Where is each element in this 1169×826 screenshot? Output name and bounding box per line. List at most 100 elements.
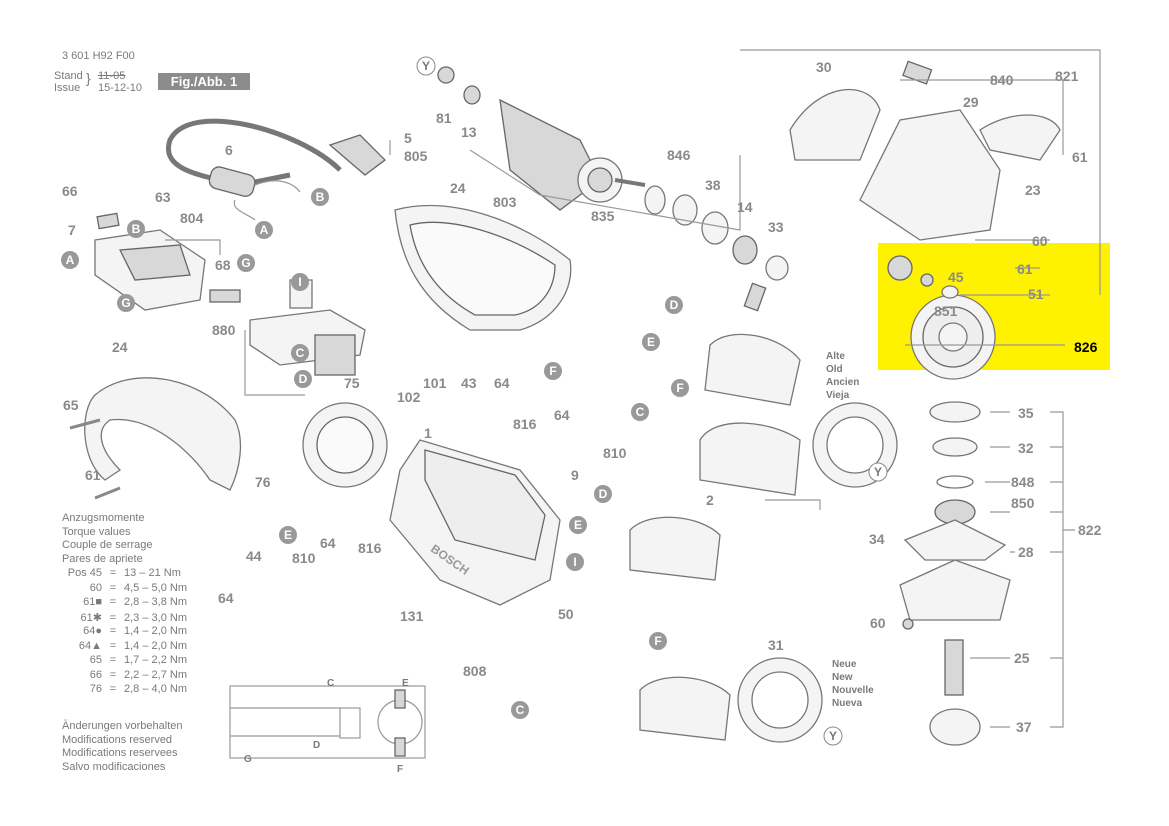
bevel-gear-826[interactable]: [887, 255, 996, 380]
callout-F[interactable]: F: [671, 379, 689, 397]
callout-D[interactable]: D: [665, 296, 683, 314]
callout-B[interactable]: B: [311, 188, 329, 206]
callout-Y[interactable]: Y: [868, 462, 888, 482]
callout-I[interactable]: I: [291, 273, 309, 291]
svg-text:E: E: [647, 335, 655, 349]
torque-pos: 60: [89, 581, 102, 594]
brush-ring-75: [302, 402, 388, 488]
handle-housing-24: [394, 204, 572, 331]
svg-text:G: G: [244, 754, 252, 765]
torque-pos: 61■: [83, 596, 102, 608]
svg-text:Y: Y: [829, 729, 837, 743]
svg-text:B: B: [132, 222, 141, 236]
svg-text:C: C: [636, 405, 645, 419]
brace: }: [86, 70, 91, 86]
svg-text:C: C: [296, 346, 305, 360]
svg-text:I: I: [298, 275, 301, 289]
strain-relief: [208, 166, 256, 197]
callout-A[interactable]: A: [255, 221, 273, 239]
svg-text:A: A: [260, 223, 269, 237]
torque-row: 60=4,5 – 5,0 Nm: [62, 582, 242, 594]
callout-D[interactable]: D: [294, 370, 312, 388]
figure-label: Fig./Abb. 1: [158, 73, 250, 90]
torque-pos: 64●: [83, 625, 102, 637]
svg-text:D: D: [313, 740, 320, 751]
svg-text:F: F: [549, 364, 556, 378]
stand-label: Stand: [54, 70, 83, 82]
torque-row: 64▲ = 1,4 – 2,0 Nm: [62, 640, 242, 652]
torque-value: 2,8 – 3,8 Nm: [124, 596, 187, 608]
field-coils: [629, 333, 801, 741]
svg-text:E: E: [284, 528, 292, 542]
svg-text:B: B: [316, 190, 325, 204]
svg-text:I: I: [573, 555, 576, 569]
torque-pos: 64▲: [78, 639, 102, 652]
svg-text:F: F: [654, 634, 661, 648]
callout-Y[interactable]: Y: [823, 726, 843, 746]
armature: [437, 66, 646, 211]
torque-value: 4,5 – 5,0 Nm: [124, 581, 187, 594]
callout-D[interactable]: D: [594, 485, 612, 503]
torque-row: 76=2,8 – 4,0 Nm: [62, 683, 242, 695]
torque-value: 2,2 – 2,7 Nm: [124, 668, 187, 681]
callout-G[interactable]: G: [237, 254, 255, 272]
issue-date: 15-12-10: [98, 82, 143, 94]
torque-eq: =: [109, 639, 117, 652]
callout-Y[interactable]: Y: [416, 56, 436, 76]
callout-C[interactable]: C: [291, 344, 309, 362]
torque-value: 1,7 – 2,2 Nm: [124, 654, 187, 666]
old-date: 11-05: [98, 70, 126, 82]
callout-E[interactable]: E: [642, 333, 660, 351]
fan-rings: [737, 402, 898, 743]
svg-text:Y: Y: [874, 465, 882, 479]
article-number: 3 601 H92 F00: [62, 50, 135, 62]
svg-text:F: F: [676, 381, 683, 395]
callout-C[interactable]: C: [511, 701, 529, 719]
switch-assembly: [94, 212, 366, 376]
motor-housing-1: [389, 439, 561, 606]
torque-row: 65=1,7 – 2,2 Nm: [62, 654, 242, 666]
svg-text:Y: Y: [422, 59, 430, 73]
torque-value: 13 – 21 Nm: [124, 567, 181, 579]
callout-A[interactable]: A: [61, 251, 79, 269]
callout-E[interactable]: E: [569, 516, 587, 534]
bearings-row: [644, 185, 789, 312]
callout-F[interactable]: F: [649, 632, 667, 650]
leader-lines: [165, 49, 1101, 728]
torque-pos: 66: [89, 668, 102, 681]
callout-I[interactable]: I: [566, 553, 584, 571]
torque-eq: =: [109, 683, 117, 695]
power-cable: [165, 118, 386, 221]
svg-text:C: C: [327, 678, 334, 689]
torque-eq: =: [109, 567, 117, 579]
torque-eq: =: [109, 668, 117, 681]
torque-row: 66 = 2,2 – 2,7 Nm: [62, 669, 242, 681]
callout-C[interactable]: C: [631, 403, 649, 421]
torque-eq: =: [109, 625, 117, 637]
svg-text:F: F: [397, 764, 403, 775]
torque-pos: 61✱: [80, 611, 102, 624]
issue-label: Issue: [54, 82, 81, 94]
torque-value: 1,4 – 2,0 Nm: [124, 625, 187, 637]
torque-eq: =: [109, 596, 117, 608]
svg-text:E: E: [574, 518, 582, 532]
torque-pos: 76: [89, 683, 102, 695]
torque-value: 1,4 – 2,0 Nm: [124, 639, 187, 652]
torque-eq: =: [109, 654, 117, 666]
callout-F[interactable]: F: [544, 362, 562, 380]
svg-text:E: E: [402, 678, 409, 689]
callout-E[interactable]: E: [279, 526, 297, 544]
svg-text:D: D: [599, 487, 608, 501]
svg-text:A: A: [66, 253, 75, 267]
spindle-stack: [899, 401, 1011, 746]
svg-text:D: D: [670, 298, 679, 312]
wiring-schematic: C E F D G: [229, 678, 426, 775]
callout-B[interactable]: B: [127, 220, 145, 238]
svg-text:D: D: [299, 372, 308, 386]
torque-row: 61✱=2,3 – 3,0 Nm: [62, 611, 242, 624]
callout-G[interactable]: G: [117, 294, 135, 312]
